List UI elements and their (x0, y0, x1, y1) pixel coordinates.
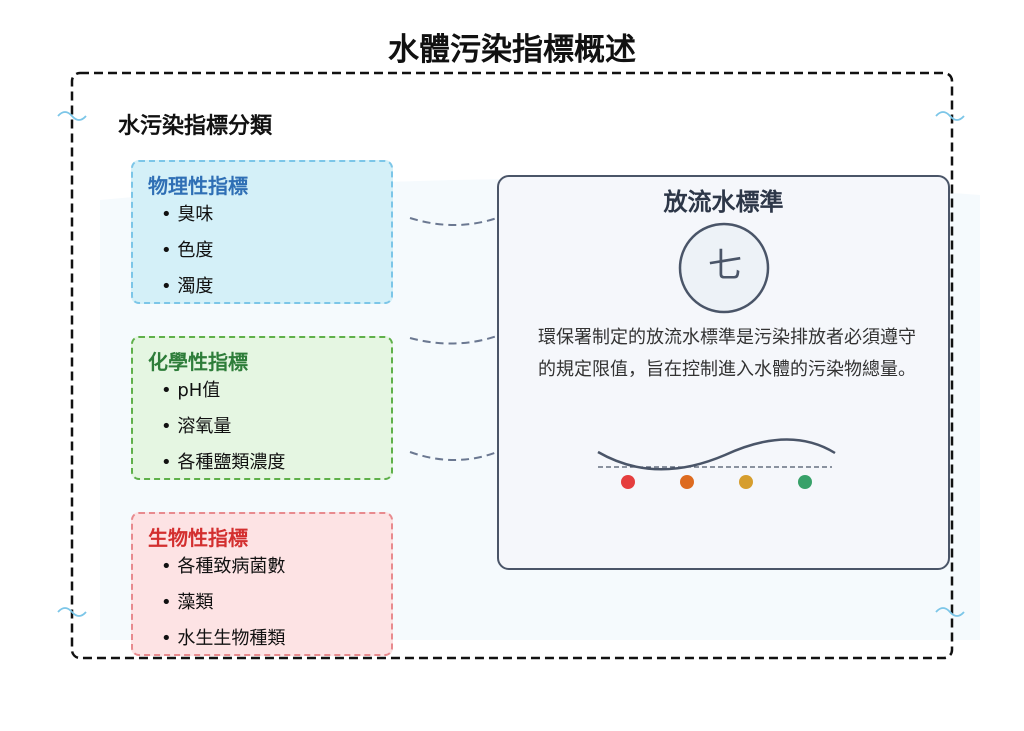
water-level-curve (597, 438, 836, 471)
list-item: 臭味 (161, 202, 213, 238)
section-title: 水污染指標分類 (118, 114, 273, 139)
outer-frame (70, 71, 954, 660)
list-item: 各種致病菌數 (161, 554, 285, 590)
card-description: 環保署制定的放流水標準是污染排放者必須遵守的規定限值，旨在控制進入水體的污染物總… (538, 327, 916, 380)
list-item: 藻類 (161, 590, 285, 626)
indicator-dot-green (798, 475, 812, 489)
standard-icon: 七 (708, 246, 742, 286)
connector-lines (409, 217, 498, 461)
category-chemical: 化學性指標 pH值溶氧量各種鹽類濃度 (131, 336, 393, 480)
category-heading: 生物性指標 (148, 526, 248, 550)
indicator-dot-red (621, 475, 635, 489)
category-biological: 生物性指標 各種致病菌數藻類水生生物種類 (131, 512, 393, 656)
indicator-dot-yellow (739, 475, 753, 489)
list-item: 水生生物種類 (161, 626, 285, 662)
category-heading: 化學性指標 (148, 350, 248, 374)
list-item: 濁度 (161, 274, 213, 310)
category-physical: 物理性指標 臭味色度濁度 (131, 160, 393, 304)
card-title: 放流水標準 (663, 188, 784, 216)
indicator-dot-orange (680, 475, 694, 489)
category-heading: 物理性指標 (148, 174, 248, 198)
list-item: 各種鹽類濃度 (161, 450, 285, 486)
list-item: pH值 (161, 378, 285, 414)
list-item: 溶氧量 (161, 414, 285, 450)
list-item: 色度 (161, 238, 213, 274)
wave-icon (57, 111, 965, 617)
page-title: 水體污染指標概述 (388, 32, 636, 68)
standard-icon-circle (678, 222, 770, 314)
